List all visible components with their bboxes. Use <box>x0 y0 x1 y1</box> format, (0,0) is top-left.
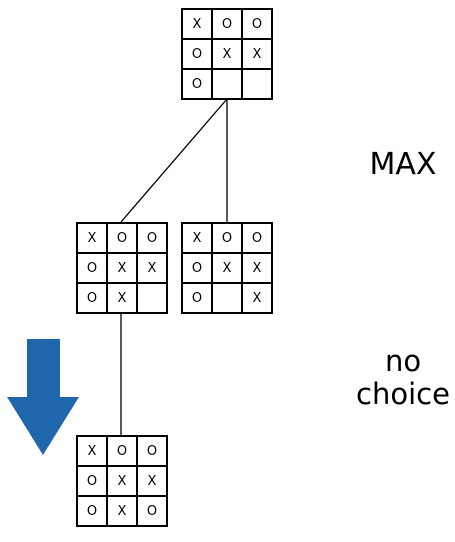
no-choice-line-1: no <box>384 344 422 378</box>
left-cell-3: O <box>137 223 167 253</box>
left-cell-4: O <box>77 253 107 283</box>
right-cell-5: X <box>212 253 242 283</box>
root-cell-7: O <box>182 69 212 99</box>
right-cell-8 <box>212 283 242 313</box>
left-cell-8: X <box>107 283 137 313</box>
right-cell-1: X <box>182 223 212 253</box>
leaf-cell-3: O <box>137 436 167 466</box>
right-child-board: X O O O X X O X <box>181 222 273 314</box>
right-cell-4: O <box>182 253 212 283</box>
no-choice-label: no choice <box>352 344 454 412</box>
leaf-cell-6: X <box>137 466 167 496</box>
leaf-cell-9: O <box>137 496 167 526</box>
root-cell-5: X <box>212 39 242 69</box>
leaf-cell-7: O <box>77 496 107 526</box>
root-cell-2: O <box>212 9 242 39</box>
left-cell-9 <box>137 283 167 313</box>
left-cell-2: O <box>107 223 137 253</box>
root-cell-6: X <box>242 39 272 69</box>
edge-root-left <box>120 98 228 223</box>
root-cell-3: O <box>242 9 272 39</box>
leaf-board: X O O O X X O X O <box>76 435 168 527</box>
leaf-cell-1: X <box>77 436 107 466</box>
root-cell-9 <box>242 69 272 99</box>
leaf-cell-2: O <box>107 436 137 466</box>
root-cell-8 <box>212 69 242 99</box>
leaf-cell-8: X <box>107 496 137 526</box>
right-cell-2: O <box>212 223 242 253</box>
right-cell-6: X <box>242 253 272 283</box>
down-arrow-shape <box>7 339 79 455</box>
left-child-board: X O O O X X O X <box>76 222 168 314</box>
root-cell-4: O <box>182 39 212 69</box>
left-cell-1: X <box>77 223 107 253</box>
right-cell-9: X <box>242 283 272 313</box>
leaf-cell-4: O <box>77 466 107 496</box>
leaf-cell-5: X <box>107 466 137 496</box>
no-choice-line-2: choice <box>356 377 450 412</box>
right-cell-3: O <box>242 223 272 253</box>
root-cell-1: X <box>182 9 212 39</box>
left-cell-7: O <box>77 283 107 313</box>
right-cell-7: O <box>182 283 212 313</box>
root-board: X O O O X X O <box>181 8 273 100</box>
left-cell-5: X <box>107 253 137 283</box>
left-cell-6: X <box>137 253 167 283</box>
max-label: MAX <box>369 147 437 182</box>
